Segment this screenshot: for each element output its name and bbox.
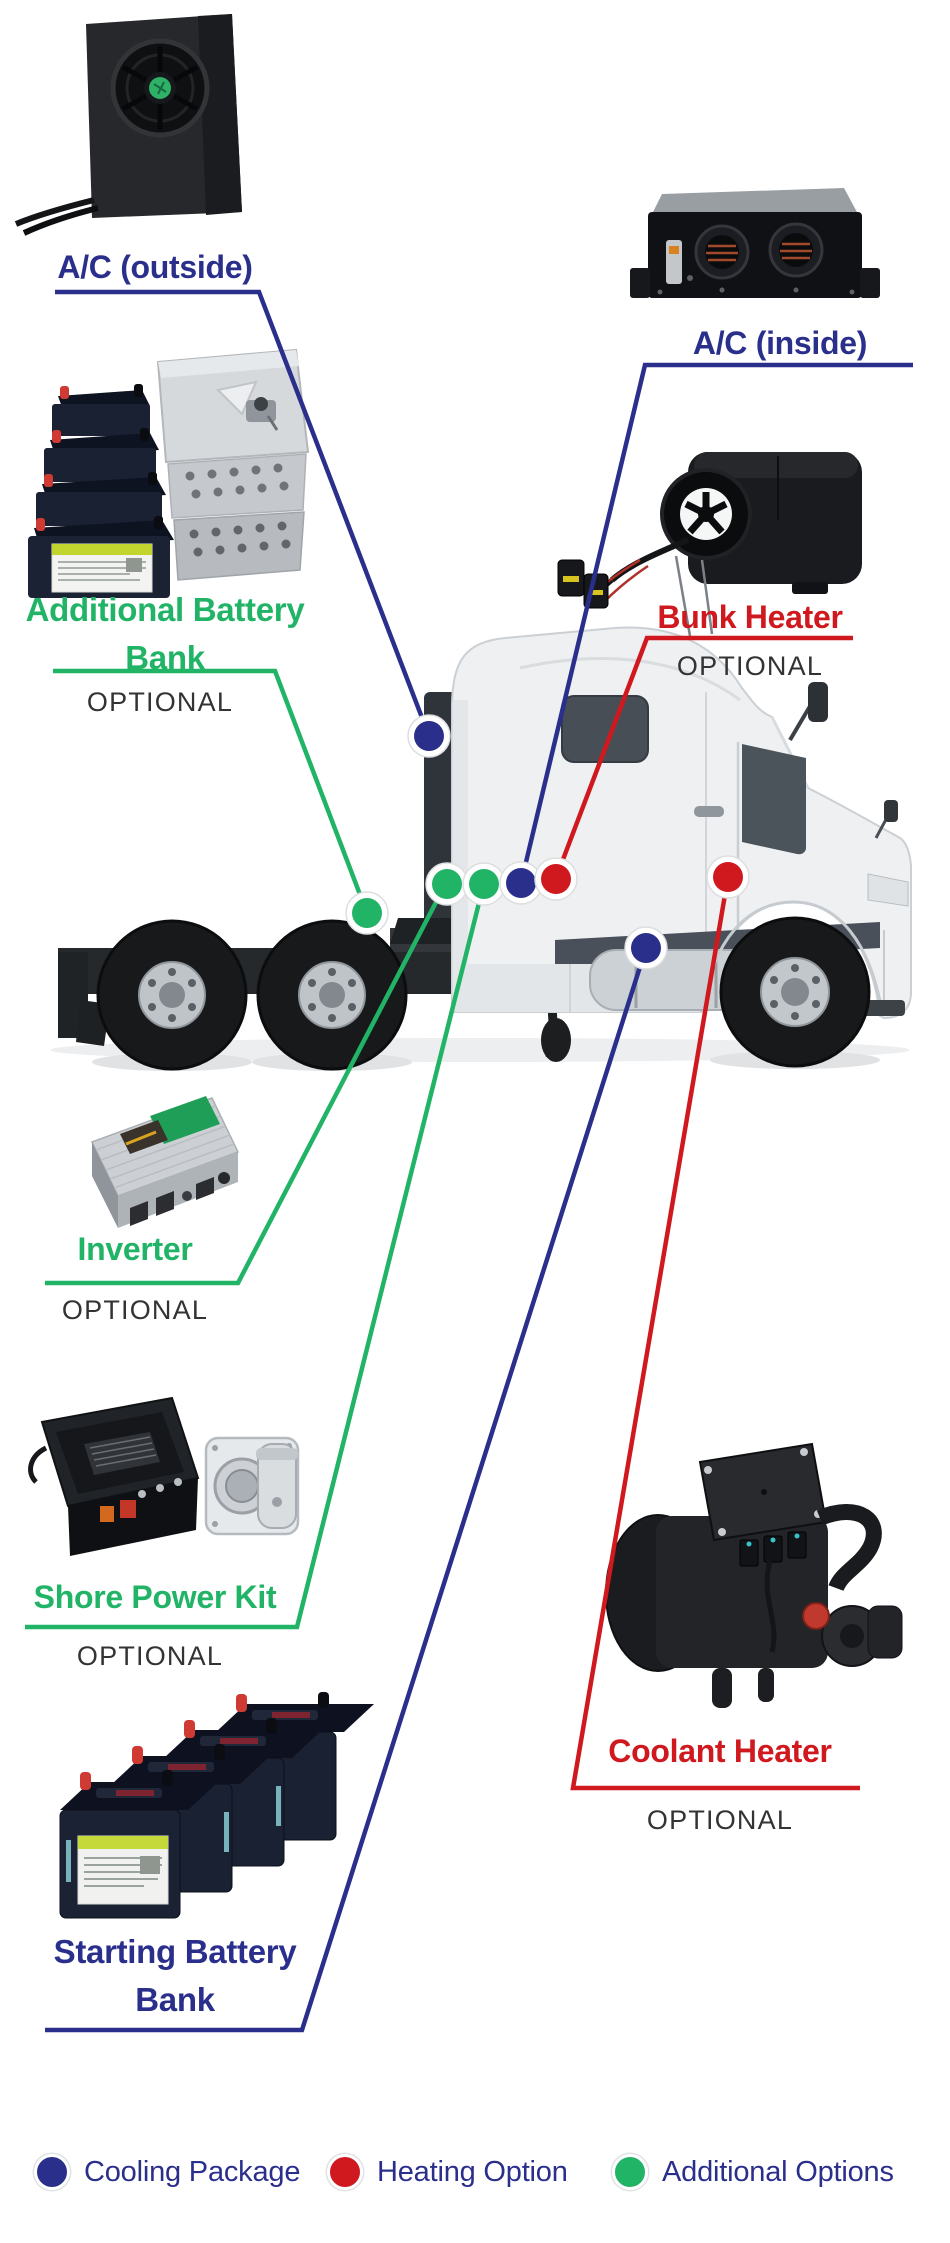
line-additional-battery-bank <box>53 668 370 914</box>
connector-lines <box>25 289 913 2033</box>
line-ac-inside <box>518 362 913 884</box>
starting-battery-bank-label-line1: Starting Battery <box>53 1933 297 1970</box>
coolant-heater-label: Coolant Heater <box>608 1733 832 1769</box>
marker-starting-battery-bank <box>624 926 668 970</box>
line-starting-battery-bank <box>45 947 649 2033</box>
inverter-photo <box>90 1096 240 1228</box>
coolant-heater-optional: OPTIONAL <box>646 1805 794 1835</box>
battery-step-box <box>156 348 310 581</box>
legend-label-additional-options: Additional Options <box>662 2155 894 2188</box>
additional-battery-bank-label-line1: Additional Battery <box>25 591 305 628</box>
truck-markers <box>345 714 750 970</box>
legend-item-cooling-package: Cooling Package <box>34 2152 300 2192</box>
battery-stack <box>28 384 174 598</box>
bunk-heater-optional: OPTIONAL <box>676 651 824 681</box>
bunk-heater-label: Bunk Heater <box>657 599 843 635</box>
marker-additional-battery-bank <box>345 891 389 935</box>
starting-battery-bank-photo <box>59 1692 374 1919</box>
legend-item-additional-options: Additional Options <box>612 2152 894 2192</box>
shore-power-kit-optional: OPTIONAL <box>76 1641 224 1671</box>
inverter-label: Inverter <box>77 1231 193 1267</box>
truck-wheels <box>92 916 880 1071</box>
marker-bunk-heater <box>534 857 578 901</box>
legend-item-heating-option: Heating Option <box>327 2152 568 2192</box>
shore-power-kit-label: Shore Power Kit <box>33 1579 277 1615</box>
ac-outside-label: A/C (outside) <box>57 249 253 285</box>
marker-shore-power-kit <box>462 862 506 906</box>
shore-power-kit-photo <box>28 1396 300 1556</box>
marker-ac-outside <box>407 714 451 758</box>
marker-inverter <box>425 862 469 906</box>
line-coolant-heater <box>570 876 860 1791</box>
line-ac-outside <box>55 289 432 737</box>
line-bunk-heater <box>553 635 853 879</box>
inverter-optional: OPTIONAL <box>61 1295 209 1325</box>
legend-label-cooling-package: Cooling Package <box>84 2155 301 2188</box>
heating-option-dot-icon <box>327 2154 363 2190</box>
starting-battery-bank-label-line2: Bank <box>135 1981 215 2018</box>
coolant-heater-photo <box>605 1442 903 1708</box>
battery <box>59 1770 218 1919</box>
additional-battery-bank-label-line2: Bank <box>125 639 205 676</box>
legend-label-heating-option: Heating Option <box>377 2155 568 2188</box>
ac-outside-photo <box>14 14 242 236</box>
marker-ac-inside <box>499 861 543 905</box>
additional-battery-bank-photo <box>28 348 310 598</box>
additional-options-dot-icon <box>612 2154 648 2190</box>
cooling-package-dot-icon <box>34 2154 70 2190</box>
ac-inside-photo <box>630 188 880 298</box>
additional-battery-bank-optional: OPTIONAL <box>86 687 234 717</box>
marker-coolant-heater <box>706 855 750 899</box>
ac-inside-label: A/C (inside) <box>692 325 868 361</box>
bunk-heater-photo <box>557 452 862 609</box>
line-shore-power-kit <box>25 882 487 1630</box>
line-inverter <box>45 881 448 1286</box>
